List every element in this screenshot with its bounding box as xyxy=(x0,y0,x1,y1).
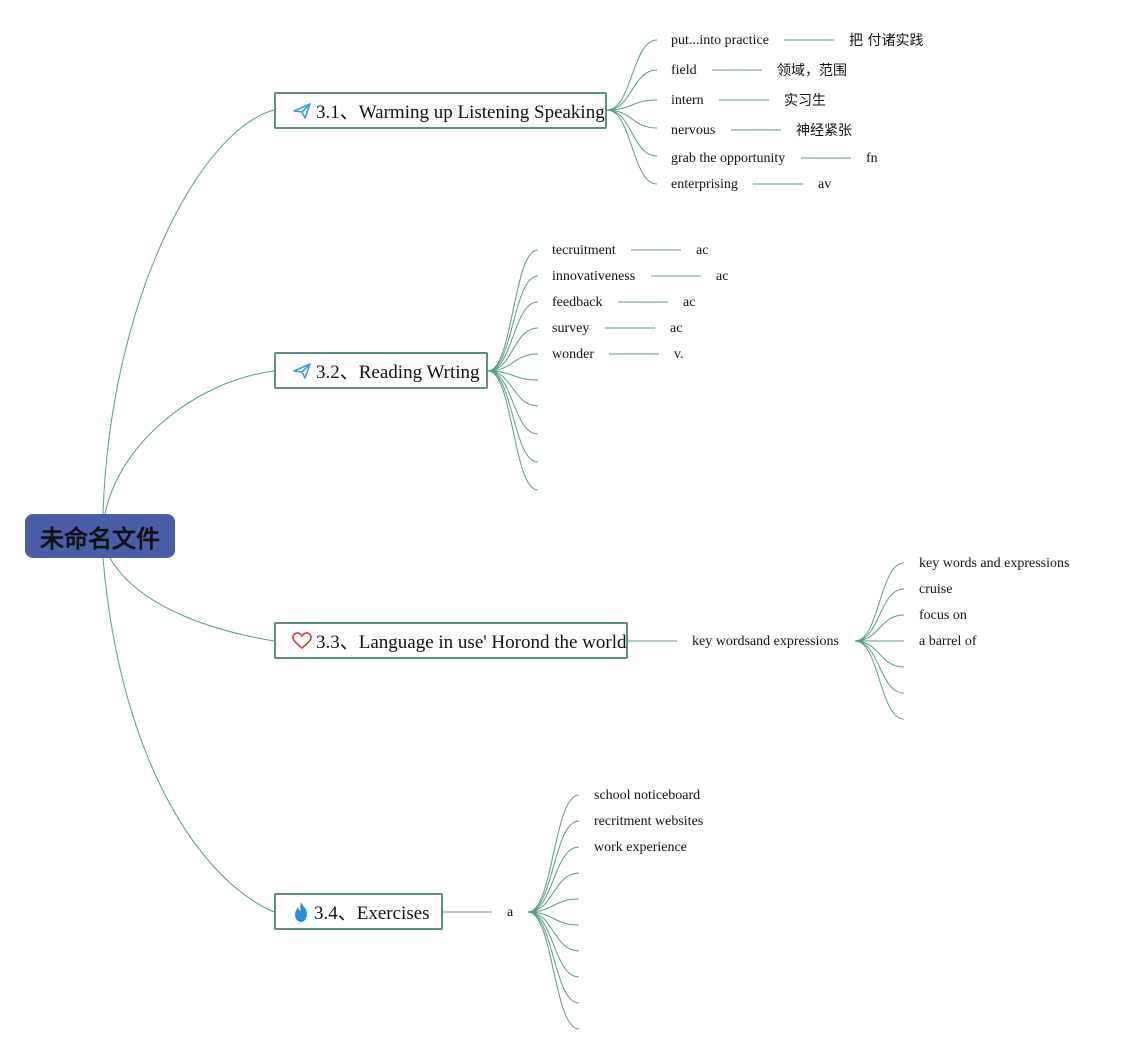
vocab-meaning[interactable]: ac xyxy=(696,243,709,258)
branch-connector xyxy=(527,911,580,952)
branch-connector xyxy=(527,846,580,913)
branch-connector xyxy=(606,69,658,111)
root-connector xyxy=(109,557,275,642)
branch-connector xyxy=(527,911,580,1030)
topic-exercises[interactable]: 3.4、Exercises xyxy=(274,893,443,930)
subtopic-item[interactable]: key words and expressions xyxy=(919,556,1070,571)
branch-connector xyxy=(606,39,658,111)
branch-connector xyxy=(527,794,580,913)
vocab-meaning[interactable]: 实习生 xyxy=(784,93,826,109)
vocab-word[interactable]: innovativeness xyxy=(552,269,636,284)
vocab-meaning[interactable]: ac xyxy=(716,269,729,284)
paper-plane-icon xyxy=(292,360,312,382)
subtopic-item[interactable]: recritment websites xyxy=(594,814,704,829)
topic-title: 3.3、Language in use' Horond the world xyxy=(316,632,627,653)
branch-connector xyxy=(606,109,658,157)
vocab-word[interactable]: intern xyxy=(671,93,704,108)
branch-connector xyxy=(487,353,539,372)
branch-connector xyxy=(487,327,539,372)
vocab-word[interactable]: grab the opportunity xyxy=(671,151,786,166)
branch-connector xyxy=(854,562,905,642)
vocab-word[interactable]: field xyxy=(671,63,697,78)
heart-icon xyxy=(292,630,312,652)
vocab-meaning[interactable]: v. xyxy=(674,347,684,362)
vocab-meaning[interactable]: 神经紧张 xyxy=(796,123,852,139)
branch-connector xyxy=(854,588,905,642)
branch-connector xyxy=(606,109,658,129)
root-label: 未命名文件 xyxy=(40,524,160,553)
root-node[interactable]: 未命名文件 xyxy=(25,514,175,558)
root-connector xyxy=(104,370,275,515)
vocab-meaning[interactable]: 把 付诸实践 xyxy=(849,33,924,49)
vocab-word[interactable]: tecruitment xyxy=(552,243,616,258)
branch-connector xyxy=(487,370,539,463)
fire-icon xyxy=(292,901,310,923)
subtopic-label[interactable]: a xyxy=(507,905,514,920)
topic-reading-writing[interactable]: 3.2、Reading Wrting xyxy=(274,352,488,389)
subtopic-item[interactable]: work experience xyxy=(594,840,687,855)
subtopic-label[interactable]: key wordsand expressions xyxy=(692,634,839,649)
root-connector xyxy=(102,557,275,913)
topic-title: 3.4、Exercises xyxy=(314,903,430,924)
topic-title: 3.1、Warming up Listening Speaking xyxy=(316,102,605,123)
topic-language-in-use[interactable]: 3.3、Language in use' Horond the world xyxy=(274,622,628,659)
branch-connector xyxy=(487,370,539,407)
topic-title: 3.2、Reading Wrting xyxy=(316,362,480,383)
branch-connector xyxy=(487,370,539,491)
branch-connector xyxy=(487,370,539,435)
vocab-word[interactable]: survey xyxy=(552,321,590,336)
branch-connector xyxy=(854,640,905,720)
root-connector xyxy=(102,109,275,515)
vocab-word[interactable]: wonder xyxy=(552,347,594,362)
branch-connector xyxy=(527,911,580,978)
branch-connector xyxy=(606,109,658,185)
vocab-word[interactable]: feedback xyxy=(552,295,603,310)
branch-connector xyxy=(854,640,905,694)
vocab-word[interactable]: nervous xyxy=(671,123,716,138)
subtopic-item[interactable]: focus on xyxy=(919,608,967,623)
branch-connector xyxy=(487,249,539,372)
branch-connector xyxy=(854,640,905,668)
subtopic-item[interactable]: a barrel of xyxy=(919,634,977,649)
branch-connector xyxy=(606,99,658,111)
vocab-word[interactable]: enterprising xyxy=(671,177,738,192)
subtopic-item[interactable]: cruise xyxy=(919,582,953,597)
branch-connector xyxy=(527,898,580,913)
branch-connector xyxy=(487,301,539,372)
vocab-meaning[interactable]: ac xyxy=(683,295,696,310)
vocab-meaning[interactable]: 领域，范围 xyxy=(777,63,847,79)
topic-warming-up[interactable]: 3.1、Warming up Listening Speaking xyxy=(274,92,607,129)
paper-plane-icon xyxy=(292,100,312,122)
branch-connector xyxy=(527,820,580,913)
vocab-word[interactable]: put...into practice xyxy=(671,33,769,48)
branch-connector xyxy=(854,614,905,642)
branch-connector xyxy=(487,275,539,372)
vocab-meaning[interactable]: fn xyxy=(866,151,878,166)
branch-connector xyxy=(527,872,580,913)
subtopic-item[interactable]: school noticeboard xyxy=(594,788,701,803)
vocab-meaning[interactable]: ac xyxy=(670,321,683,336)
branch-connector xyxy=(527,911,580,1004)
vocab-meaning[interactable]: av xyxy=(818,177,832,192)
